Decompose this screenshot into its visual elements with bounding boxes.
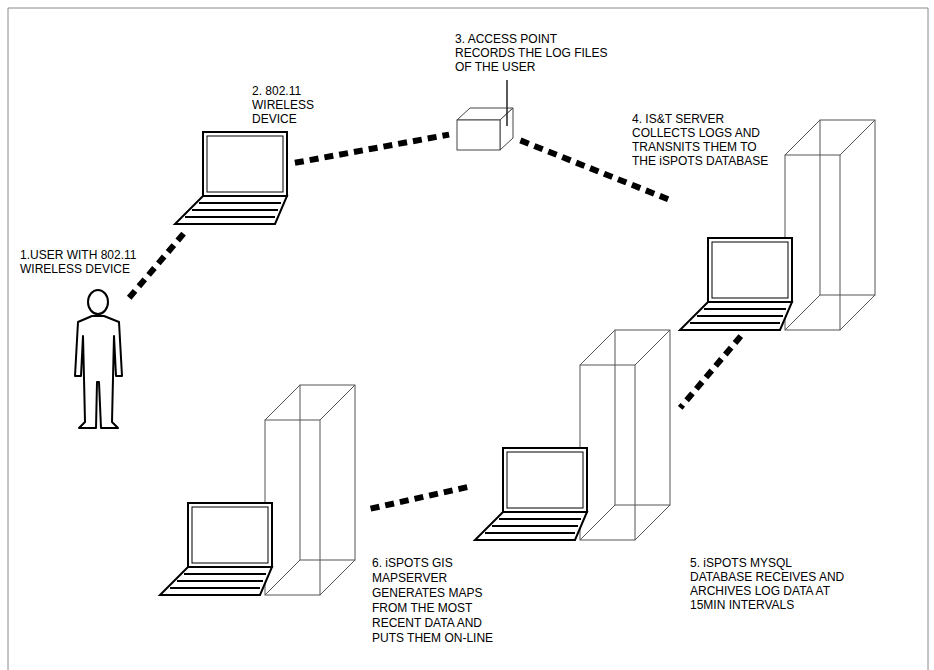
dotted-link [680,336,741,408]
device-label: 5. iSPOTS MYSQL DATABASE RECEIVES AND AR… [690,556,852,612]
frame-line [8,8,928,9]
device-node: 5. iSPOTS MYSQL DATABASE RECEIVES AND AR… [475,330,675,540]
device-label: 2. 802.11 WIRELESS DEVICE [252,84,342,126]
device-label: 3. ACCESS POINT RECORDS THE LOG FILES OF… [455,32,615,74]
device-label: 1.USER WITH 802.11 WIRELESS DEVICE [20,248,140,276]
access-point-antenna [506,80,508,126]
frame-line [928,8,929,670]
device-node: 4. IS&T SERVER COLLECTS LOGS AND TRANSNI… [680,120,880,330]
frame-line [8,8,9,670]
person-body [75,316,122,428]
mysql-server [475,330,670,540]
access-point-front [457,120,500,150]
device-node: 3. ACCESS POINT RECORDS THE LOG FILES OF… [457,108,513,150]
device-node: 1.USER WITH 802.11 WIRELESS DEVICE [72,290,124,428]
wireless-laptop [175,132,287,224]
device-label: 4. IS&T SERVER COLLECTS LOGS AND TRANSNI… [632,112,780,168]
dotted-link [295,135,449,163]
dotted-link [368,487,467,509]
device-label: 6. iSPOTS GIS MAPSERVER GENERATES MAPS F… [372,556,517,646]
device-node: 6. iSPOTS GIS MAPSERVER GENERATES MAPS F… [160,385,360,595]
gis-mapserver [160,385,355,595]
device-node: 2. 802.11 WIRELESS DEVICE [175,132,287,224]
person-head [88,290,108,314]
